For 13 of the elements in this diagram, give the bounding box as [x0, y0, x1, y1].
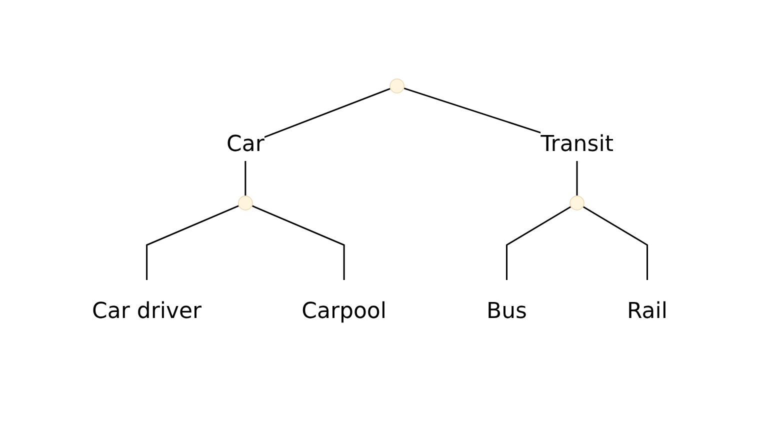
connector [506, 206, 572, 280]
node-point [569, 196, 584, 210]
edge-label: Car [226, 132, 264, 157]
edge-label: Transit [540, 132, 614, 157]
node-text: Bus [486, 299, 527, 324]
node-text: Car driver [92, 299, 202, 324]
node-text: Rail [626, 299, 668, 324]
connector [582, 206, 648, 280]
node-point [238, 196, 253, 210]
node-point [389, 78, 404, 94]
connector [251, 205, 345, 280]
node-text: Carpool [301, 299, 386, 324]
connector [146, 205, 240, 280]
